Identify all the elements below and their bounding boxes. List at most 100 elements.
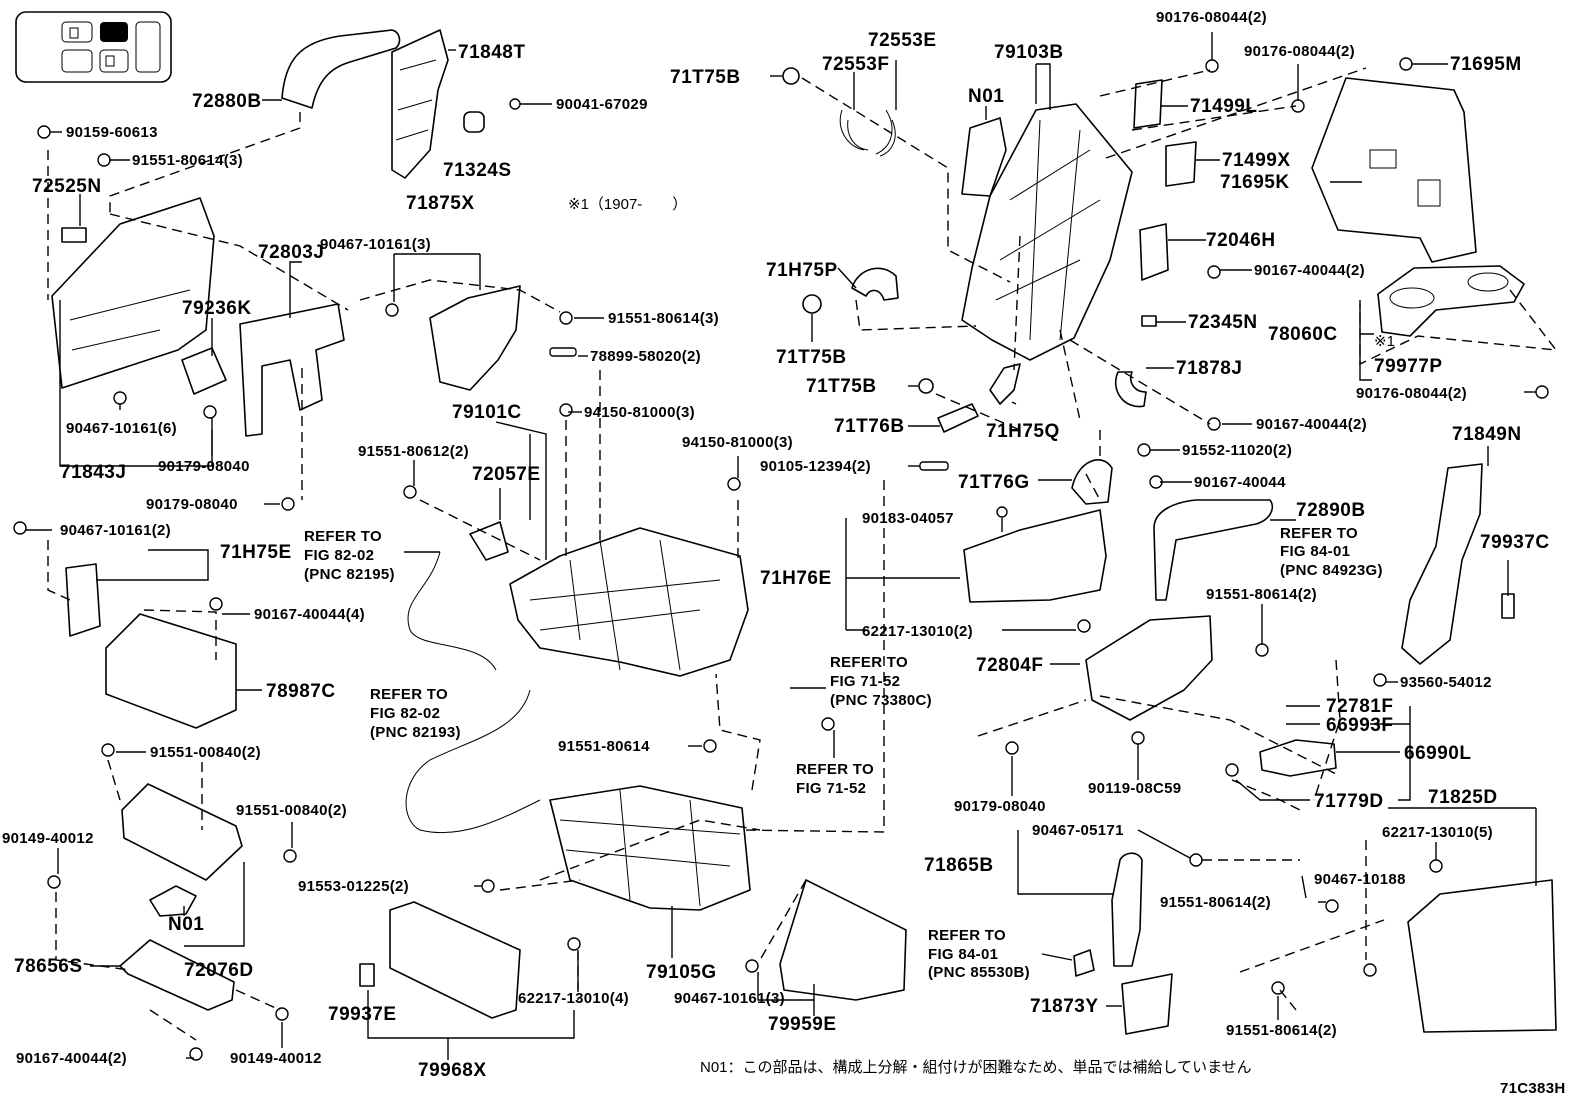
label-90149-40012-a: 90149-40012: [2, 830, 94, 847]
label-72553F: 72553F: [822, 54, 889, 75]
refer-3-line-1: REFER TO: [830, 654, 908, 671]
label-90467-10161-2: 90467-10161(2): [60, 522, 171, 539]
refer-5-line-1: REFER TO: [796, 761, 874, 778]
label-91551-00840-2-a: 91551-00840(2): [150, 744, 261, 761]
label-90119-08C59: 90119-08C59: [1088, 780, 1181, 797]
label-71499L: 71499L: [1190, 96, 1257, 117]
label-71875X: 71875X: [406, 193, 475, 214]
label-66993F: 66993F: [1326, 715, 1393, 736]
label-N01-b: N01: [168, 914, 204, 935]
refer-1-line-1: REFER TO: [304, 528, 382, 545]
label-71324S: 71324S: [443, 160, 512, 181]
label-62217-13010-4: 62217-13010(4): [518, 990, 629, 1007]
footnote: N01：この部品は、構成上分解・組付けが困難なため、単品では補給していません: [700, 1059, 1252, 1076]
label-72890B: 72890B: [1296, 500, 1366, 521]
label-71T75B-b: 71T75B: [776, 347, 847, 368]
refer-6-line-3: (PNC 85530B): [928, 964, 1030, 981]
refer-4-line-1: REFER TO: [370, 686, 448, 703]
label-90467-05171: 90467-05171: [1032, 822, 1124, 839]
part-labels: 72880B 71848T 90041-67029 71324S 90159-6…: [2, 9, 1565, 1097]
label-71848T: 71848T: [458, 42, 525, 63]
label-72804F: 72804F: [976, 655, 1043, 676]
refer-2-line-2: FIG 84-01: [1280, 543, 1350, 560]
label-91551-80612-2: 91551-80612(2): [358, 443, 469, 460]
label-91552-11020-2: 91552-11020(2): [1182, 442, 1292, 459]
label-93560-54012: 93560-54012: [1400, 674, 1492, 691]
label-N01-a: N01: [968, 86, 1004, 107]
label-78987C: 78987C: [266, 681, 336, 702]
label-71H75P: 71H75P: [766, 260, 838, 281]
label-79105G: 79105G: [646, 962, 717, 983]
label-91551-80614-3-a: 91551-80614(3): [132, 152, 243, 169]
label-90183-04057: 90183-04057: [862, 510, 954, 527]
label-90467-10161-6: 90467-10161(6): [66, 420, 177, 437]
assembly-lines: [47, 67, 1558, 1041]
label-71695M: 71695M: [1450, 54, 1522, 75]
label-91553-01225-2: 91553-01225(2): [298, 878, 409, 895]
label-91551-80614-2-b: 91551-80614(2): [1160, 894, 1271, 911]
label-78899-58020-2: 78899-58020(2): [590, 348, 701, 365]
label-71T75B-c: 71T75B: [806, 376, 877, 397]
refer-5-line-2: FIG 71-52: [796, 780, 866, 797]
label-66990L: 66990L: [1404, 743, 1471, 764]
label-72057E: 72057E: [472, 464, 541, 485]
label-79937E: 79937E: [328, 1004, 397, 1025]
seat-position-icon: [15, 11, 172, 83]
label-79937C: 79937C: [1480, 532, 1550, 553]
label-71H75Q: 71H75Q: [986, 421, 1060, 442]
label-72781F: 72781F: [1326, 696, 1393, 717]
label-71843J: 71843J: [60, 462, 126, 483]
label-90179-08040-c: 90179-08040: [954, 798, 1046, 815]
corner-code: 71C383H: [1500, 1080, 1565, 1097]
label-62217-13010-2: 62217-13010(2): [862, 623, 973, 640]
label-71H75E: 71H75E: [220, 542, 292, 563]
label-71T75B-a: 71T75B: [670, 67, 741, 88]
label-90179-08040-a: 90179-08040: [158, 458, 250, 475]
label-71849N: 71849N: [1452, 424, 1522, 445]
label-72803J: 72803J: [258, 242, 324, 263]
label-90176-08044-2-c: 90176-08044(2): [1356, 385, 1467, 402]
refer-1-line-2: FIG 82-02: [304, 547, 374, 564]
label-72046H: 72046H: [1206, 230, 1276, 251]
label-94150-81000-3-a: 94150-81000(3): [584, 404, 695, 421]
label-79968X: 79968X: [418, 1060, 487, 1081]
label-71T76G: 71T76G: [958, 472, 1030, 493]
label-90176-08044-2-a: 90176-08044(2): [1156, 9, 1267, 26]
label-91551-80614-2-a: 91551-80614(2): [1206, 586, 1317, 603]
label-90167-40044-4: 90167-40044(4): [254, 606, 365, 623]
label-90149-40012-b: 90149-40012: [230, 1050, 322, 1067]
label-90467-10161-3-b: 90467-10161(3): [674, 990, 785, 1007]
label-90467-10188: 90467-10188: [1314, 871, 1406, 888]
label-note-1: ※1: [1374, 333, 1395, 350]
label-90467-10161-3-a: 90467-10161(3): [320, 236, 431, 253]
label-79236K: 79236K: [182, 298, 252, 319]
label-71779D: 71779D: [1314, 791, 1384, 812]
refer-2-line-1: REFER TO: [1280, 525, 1358, 542]
part-drawings: [51, 29, 1557, 1035]
label-71695K: 71695K: [1220, 172, 1290, 193]
label-79977P: 79977P: [1374, 356, 1443, 377]
label-79103B: 79103B: [994, 42, 1064, 63]
label-90041-67029: 90041-67029: [556, 96, 648, 113]
label-91551-00840-2-b: 91551-00840(2): [236, 802, 347, 819]
label-62217-13010-5: 62217-13010(5): [1382, 824, 1493, 841]
label-90105-12394-2: 90105-12394(2): [760, 458, 871, 475]
refer-3-line-3: (PNC 73380C): [830, 692, 932, 709]
label-71878J: 71878J: [1176, 358, 1242, 379]
label-79959E: 79959E: [768, 1014, 837, 1035]
refer-2-line-3: (PNC 84923G): [1280, 562, 1383, 579]
label-72525N: 72525N: [32, 176, 102, 197]
label-90167-40044: 90167-40044: [1194, 474, 1286, 491]
label-91551-80614-3-b: 91551-80614(3): [608, 310, 719, 327]
refer-1-line-3: (PNC 82195): [304, 566, 395, 583]
label-72553E: 72553E: [868, 30, 937, 51]
label-71H76E: 71H76E: [760, 568, 832, 589]
label-78060C: 78060C: [1268, 324, 1338, 345]
label-90179-08040-b: 90179-08040: [146, 496, 238, 513]
label-72345N: 72345N: [1188, 312, 1258, 333]
label-72076D: 72076D: [184, 960, 254, 981]
label-79101C: 79101C: [452, 402, 522, 423]
refer-4-line-2: FIG 82-02: [370, 705, 440, 722]
